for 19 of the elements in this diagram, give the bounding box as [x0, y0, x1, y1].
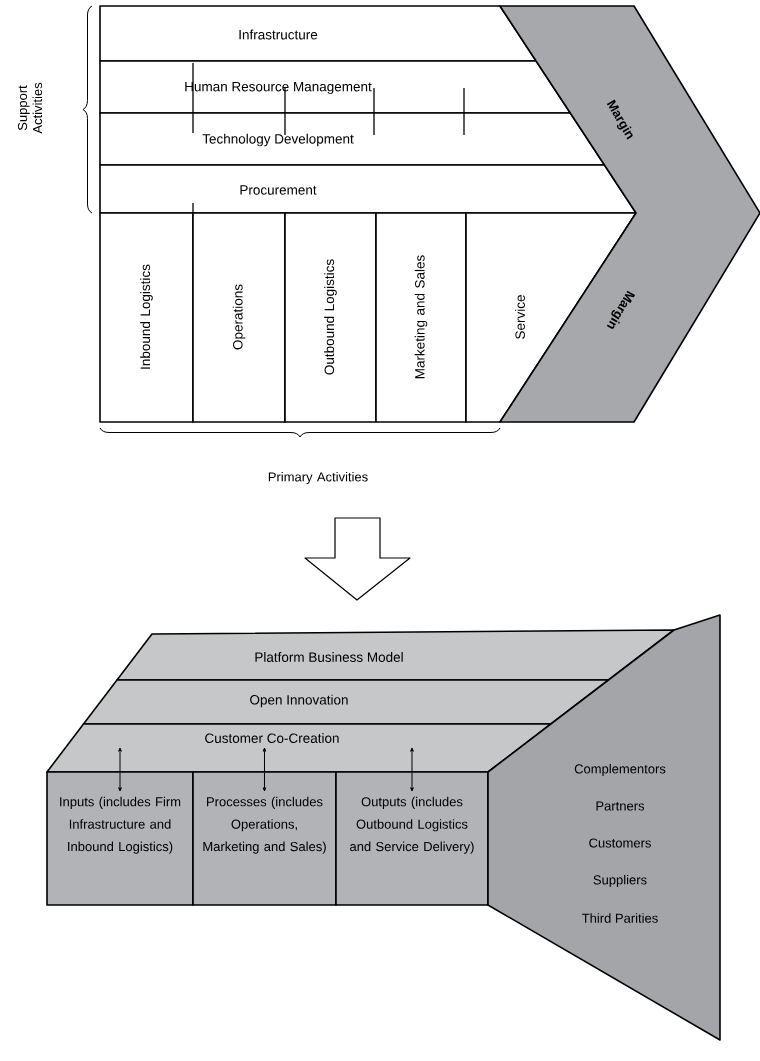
group-label: Support Activities	[17, 82, 43, 134]
stage-box: Inputs (includes Firm Infrastructure and Inbound Logistics)	[46, 771, 194, 906]
activity-column: Inbound Logistics	[99, 212, 194, 423]
double-arrow	[118, 747, 122, 792]
double-arrow	[410, 747, 414, 792]
activity-column: Marketing and Sales	[375, 212, 467, 423]
stakeholder-panel: Complementors Partners Customers Suppliers Third Parities	[487, 614, 721, 1041]
group-label: Primary Activities	[268, 471, 368, 485]
double-arrow	[262, 747, 267, 792]
layer-band: Open Innovation	[82, 679, 610, 725]
activity-band: Procurement	[99, 164, 637, 214]
layer-band: Platform Business Model	[116, 629, 675, 681]
layer-band: Customer Co-Creation	[46, 723, 552, 773]
activity-band: Technology Development	[99, 112, 606, 166]
activity-band: Infrastructure	[99, 5, 537, 62]
stage-box: Processes (includes Operations, Marketing and Sales)	[192, 771, 337, 906]
stage-box: Outputs (includes Outbound Logistics and Service Delivery)	[335, 771, 489, 906]
activity-column: Outbound Logistics	[284, 212, 377, 423]
activity-column: Operations	[192, 212, 286, 423]
